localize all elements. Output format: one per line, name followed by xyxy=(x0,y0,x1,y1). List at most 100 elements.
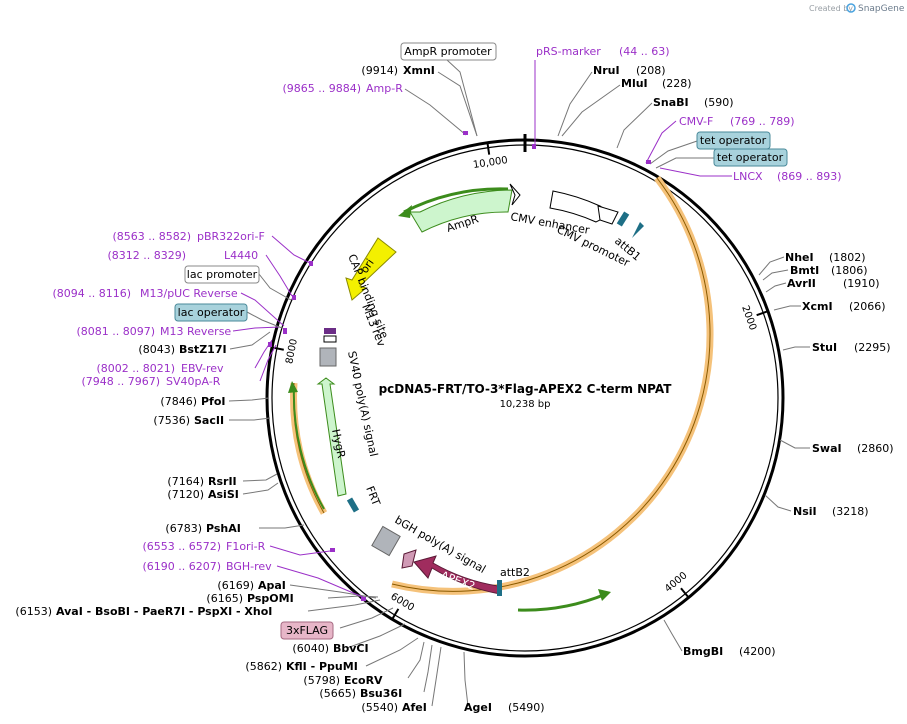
site-name: AfeI xyxy=(402,701,427,714)
lac-promoter-text: lac promoter xyxy=(187,268,258,281)
primer-name: M13/pUC Reverse xyxy=(140,287,238,300)
site-pos: (8043) xyxy=(138,343,175,356)
primer-range: (9865 .. 9884) xyxy=(282,82,361,95)
site-name: NsiI xyxy=(793,505,817,518)
site-name: ApaI xyxy=(258,579,286,592)
site-name: BstZ17I xyxy=(179,343,227,356)
ruler-label: 10,000 xyxy=(472,155,508,171)
orf-arrow-top xyxy=(403,187,509,214)
lac-operator-text: lac operator xyxy=(178,306,245,319)
ruler-tick xyxy=(486,142,491,155)
site-pos: (7164) xyxy=(167,475,204,488)
site-name: AgeI xyxy=(464,701,492,714)
site-name: MluI xyxy=(621,77,648,90)
site-pos: (1802) xyxy=(829,251,866,264)
ori-feature xyxy=(345,237,397,301)
primer-range: (6190 .. 6207) xyxy=(142,560,221,573)
site-name: NheI xyxy=(785,251,814,264)
primer-range: (6553 .. 6572) xyxy=(142,540,221,553)
primer-range: (8081 .. 8097) xyxy=(76,325,155,338)
frt-feature xyxy=(346,497,360,513)
site-name: EcoRV xyxy=(344,674,383,687)
site-name: XcmI xyxy=(802,300,833,313)
site-name: AsiSI xyxy=(208,488,239,501)
restriction-sites: (9914) XmnI NruI (208) MluI (228) SnaBI … xyxy=(15,64,893,714)
bgh-feature xyxy=(371,525,401,557)
3xflag-text: 3xFLAG xyxy=(286,624,328,637)
prs-marker-mark xyxy=(532,144,536,149)
ruler-label: 4000 xyxy=(663,570,690,595)
orf-arrows xyxy=(288,187,611,612)
site-pos: (2066) xyxy=(849,300,886,313)
apex2-feature xyxy=(413,555,501,595)
primer-name: L4440 xyxy=(224,249,258,262)
site-pos: (2295) xyxy=(854,341,891,354)
plasmid-size: 10,238 bp xyxy=(500,399,551,410)
pbr322ori-f-mark xyxy=(309,261,313,266)
amp-r-primer-mark xyxy=(463,131,468,135)
attb2-feature xyxy=(497,580,502,596)
site-pos: (590) xyxy=(704,96,734,109)
primer-name: M13 Reverse xyxy=(160,325,231,338)
frt-label: FRT xyxy=(363,484,383,508)
lac-operator-feature xyxy=(324,328,336,334)
site-pos: (3218) xyxy=(832,505,869,518)
orf-arrow-bottom xyxy=(517,592,607,612)
attb1-feature xyxy=(616,211,630,227)
3xflag-box xyxy=(280,621,334,640)
site-pos: (9914) xyxy=(361,64,398,77)
tet-operator-text-2: tet operator xyxy=(717,151,784,164)
site-name: RsrII xyxy=(208,475,237,488)
primer-range: (8563 .. 8582) xyxy=(112,230,191,243)
ebv-rev-mark xyxy=(268,342,272,347)
site-name: PfoI xyxy=(201,395,226,408)
primer-range: (8312 .. 8329) xyxy=(107,249,186,262)
sv40-feature xyxy=(319,347,337,367)
site-name: KflI - PpuMI xyxy=(286,660,358,673)
primer-name: SV40pA-R xyxy=(166,375,221,388)
ruler-label: 8000 xyxy=(284,338,300,365)
f1ori-r-mark xyxy=(330,548,335,552)
cmv-f-mark xyxy=(646,160,651,164)
hygr-feature xyxy=(316,377,347,497)
orf-arrow-left xyxy=(292,385,325,510)
site-name: PshAI xyxy=(206,522,241,535)
primer-range: (44 .. 63) xyxy=(619,45,670,58)
hygr-label: HygR xyxy=(329,428,348,460)
tet-operator-text-1: tet operator xyxy=(700,134,767,147)
site-name: PspOMI xyxy=(247,592,294,605)
brand-logo: Created by SnapGene xyxy=(809,3,905,14)
lac-operator-box xyxy=(174,303,248,322)
primer-range: (8094 .. 8116) xyxy=(52,287,131,300)
site-pos: (1806) xyxy=(831,264,868,277)
snapgene-icon xyxy=(846,3,856,13)
site-pos: (228) xyxy=(662,77,692,90)
site-name: BbvCI xyxy=(333,642,369,655)
primer-range: (8002 .. 8021) xyxy=(96,362,175,375)
attb1-arrow xyxy=(632,222,644,238)
site-pos: (5665) xyxy=(319,687,356,700)
primer-name: pRS-marker xyxy=(536,45,601,58)
site-name: BmtI xyxy=(790,264,819,277)
site-pos: (6783) xyxy=(165,522,202,535)
site-name: NruI xyxy=(593,64,620,77)
site-pos: (208) xyxy=(636,64,666,77)
ruler-tick xyxy=(391,608,400,620)
site-name: BmgBI xyxy=(683,645,723,658)
site-pos: (1910) xyxy=(843,277,880,290)
site-name: SnaBI xyxy=(653,96,689,109)
primer-name: Amp-R xyxy=(366,82,403,95)
m13-feature xyxy=(323,335,337,343)
ampr-feature xyxy=(409,189,513,233)
site-pos: (6153) xyxy=(15,605,52,618)
l4440-mark xyxy=(292,295,296,300)
bgh-rev-mark xyxy=(361,597,366,601)
orf-arrow-top-head xyxy=(398,205,412,218)
sv40-label: SV40 poly(A) signal xyxy=(345,350,380,458)
site-name: Bsu36I xyxy=(360,687,402,700)
primer-range: (769 .. 789) xyxy=(730,115,795,128)
ruler-tick xyxy=(756,310,769,317)
m13-reverse-mark xyxy=(283,328,287,334)
site-pos: (2860) xyxy=(857,442,894,455)
